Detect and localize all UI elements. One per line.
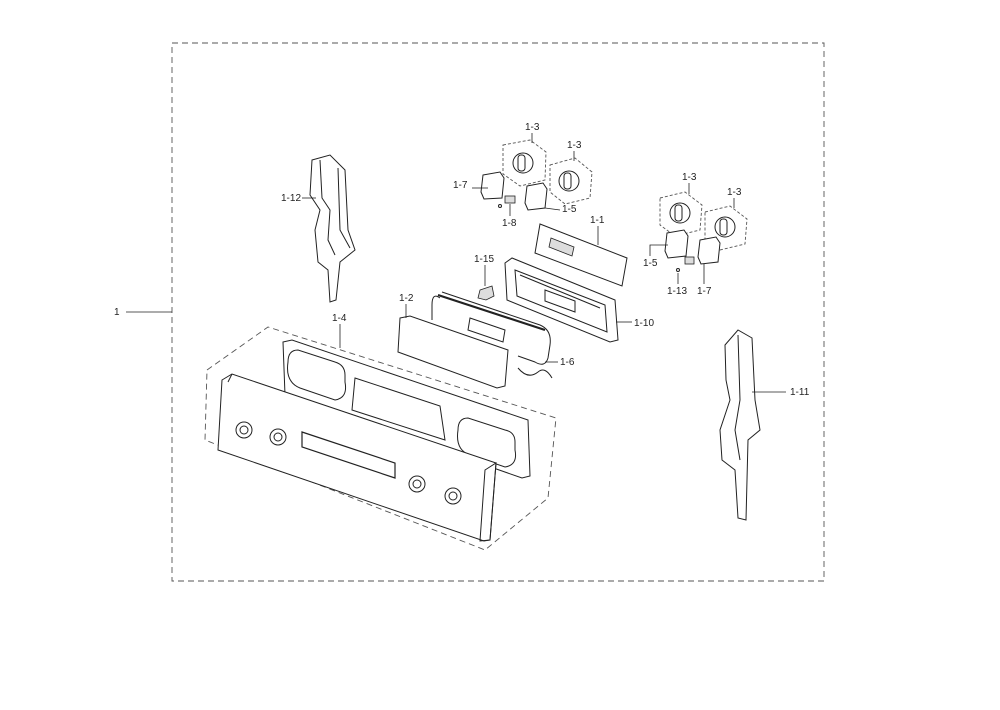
part-clip bbox=[684, 256, 695, 265]
display-window bbox=[301, 431, 396, 479]
part-switch bbox=[524, 182, 548, 211]
part-knob bbox=[502, 139, 547, 187]
knob-group-right: 1-3 1-3 1-5 1-7 1-13 bbox=[643, 172, 748, 297]
knob-hole bbox=[269, 428, 287, 446]
label-1-3: 1-3 bbox=[567, 140, 582, 151]
label-1-4: 1-4 bbox=[332, 313, 347, 324]
part-clip bbox=[504, 195, 516, 204]
label-1-8: 1-8 bbox=[502, 218, 517, 229]
label-1-1: 1-1 bbox=[590, 215, 605, 226]
part-control-panel: 1-4 bbox=[204, 313, 557, 551]
label-1-3: 1-3 bbox=[682, 172, 697, 183]
label-1-11: 1-11 bbox=[790, 387, 810, 398]
part-bracket: 1-10 bbox=[504, 257, 654, 343]
label-1-3: 1-3 bbox=[727, 187, 742, 198]
part-switch bbox=[480, 171, 505, 200]
knob-hole bbox=[444, 487, 462, 505]
callout-assembly: 1 bbox=[114, 307, 172, 318]
label-1-5: 1-5 bbox=[643, 258, 658, 269]
label-1-5: 1-5 bbox=[562, 204, 577, 215]
part-knob bbox=[659, 191, 703, 237]
part-holder: 1-15 bbox=[474, 254, 494, 301]
part-glass: 1-2 bbox=[397, 293, 509, 389]
part-switch bbox=[664, 229, 689, 259]
knob-hole bbox=[408, 475, 426, 493]
assembly-boundary bbox=[171, 42, 825, 582]
part-screw bbox=[498, 204, 502, 208]
panel-group-boundary bbox=[204, 326, 557, 551]
part-knob bbox=[549, 157, 593, 205]
label-1-13: 1-13 bbox=[667, 286, 687, 297]
label-1-6: 1-6 bbox=[560, 357, 575, 368]
label-1-15: 1-15 bbox=[474, 254, 494, 265]
part-knob bbox=[704, 205, 748, 251]
label-1-10: 1-10 bbox=[634, 318, 654, 329]
part-side-right: 1-11 bbox=[719, 329, 810, 521]
part-washer bbox=[676, 268, 680, 272]
leader-line bbox=[649, 244, 668, 256]
knob-group-left: 1-3 1-3 1-7 1-5 1-8 bbox=[453, 122, 593, 229]
label-1-7: 1-7 bbox=[453, 180, 468, 191]
label-1-3: 1-3 bbox=[525, 122, 540, 133]
label-1-12: 1-12 bbox=[281, 193, 301, 204]
label-1-7: 1-7 bbox=[697, 286, 712, 297]
part-switch bbox=[697, 236, 721, 265]
label-1: 1 bbox=[114, 307, 120, 318]
part-harness: 1-6 bbox=[431, 291, 575, 379]
knob-hole bbox=[235, 421, 253, 439]
part-side-left: 1-12 bbox=[281, 154, 356, 303]
leader-line bbox=[544, 207, 561, 211]
label-1-2: 1-2 bbox=[399, 293, 414, 304]
part-pcb: 1-1 bbox=[534, 215, 628, 287]
